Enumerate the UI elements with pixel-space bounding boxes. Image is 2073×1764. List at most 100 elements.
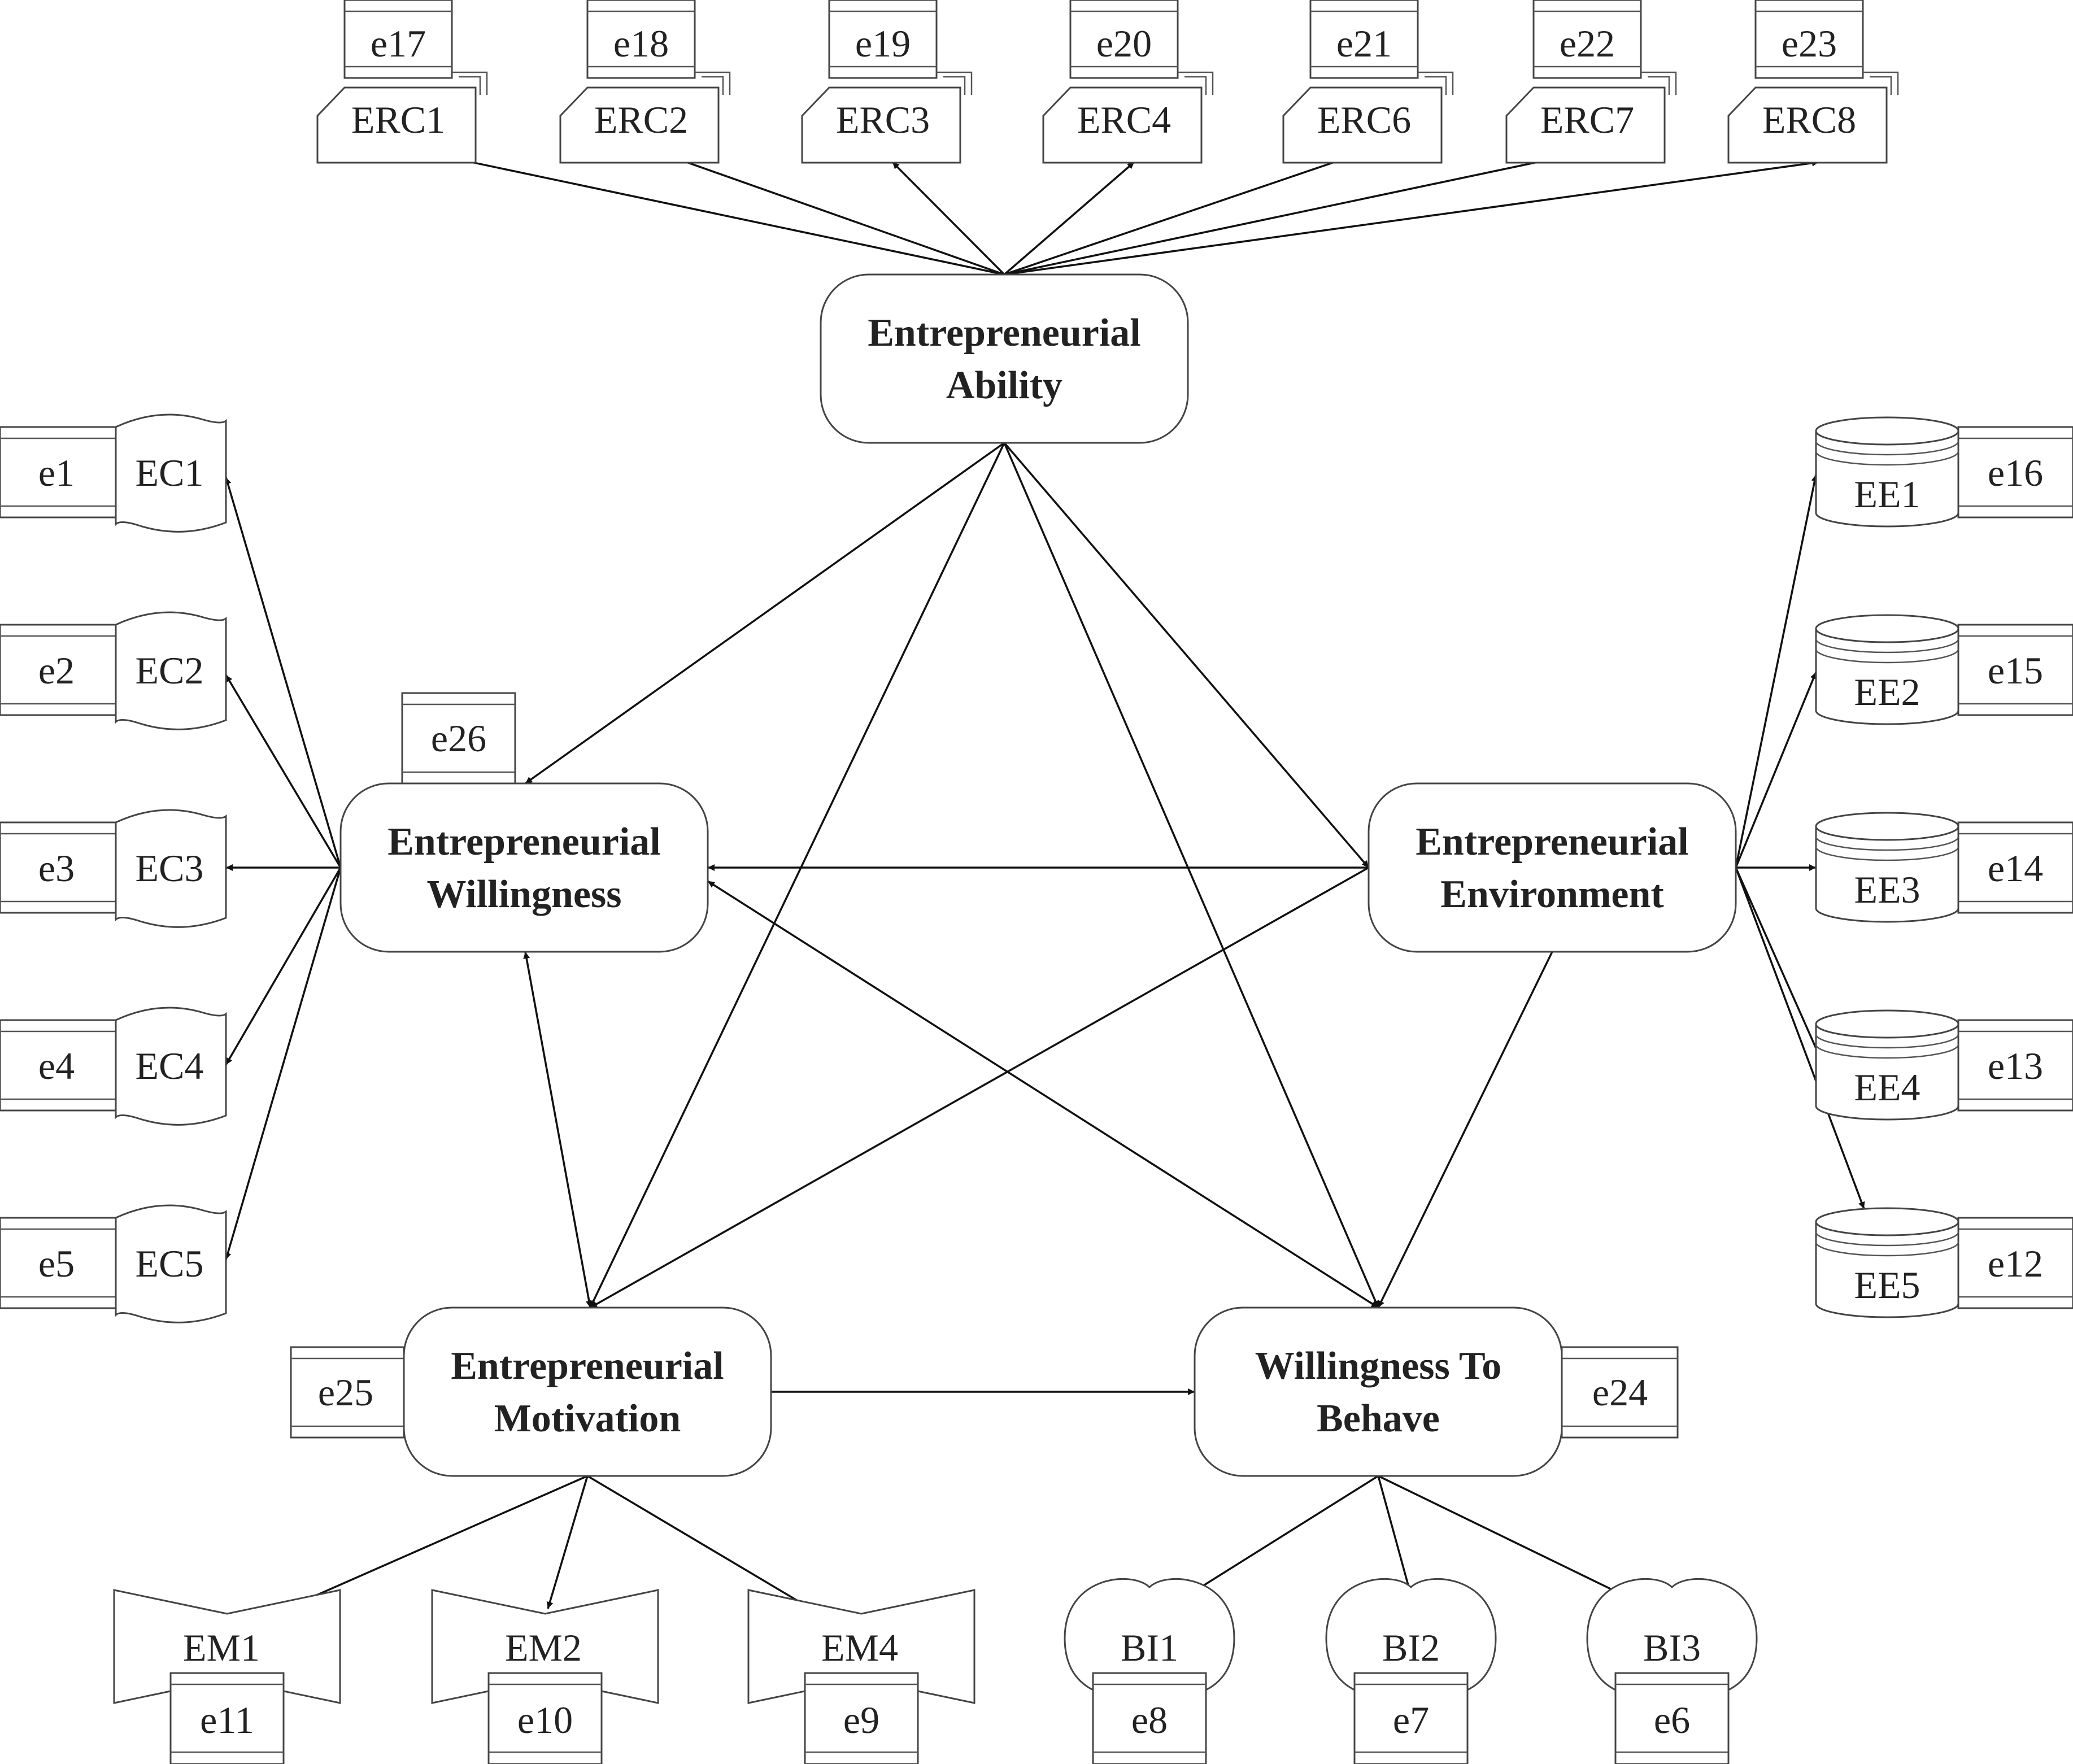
latent-label-line1: Entrepreneurial (451, 1344, 724, 1388)
indicator-erc2: e18 ERC2 (559, 0, 731, 164)
behave-indicators: BI1 e8 BI2 e7 BI3 e6 (1064, 1578, 1758, 1764)
indicator-shape-erc8 (1727, 86, 1888, 164)
indicator-label: EC3 (136, 847, 204, 890)
indicator-erc1: e17 ERC1 (316, 0, 488, 164)
loading-arrow-ability-0 (412, 147, 1005, 276)
indicator-bi3: BI3 e6 (1586, 1578, 1758, 1764)
indicator-label: EC1 (136, 451, 204, 494)
error-box-e25 (290, 1346, 405, 1439)
latent-box-environment (1368, 782, 1737, 953)
loading-arrow-ability-5 (1004, 147, 1597, 276)
indicator-shape-erc1 (316, 86, 477, 164)
indicator-label: ERC8 (1762, 98, 1856, 141)
latent-label-line1: Entrepreneurial (387, 820, 661, 864)
latent-label-line2: Environment (1440, 873, 1663, 916)
indicator-label: EC5 (136, 1242, 204, 1285)
error-label: e9 (843, 1698, 879, 1741)
error-box-e14 (1957, 821, 2073, 914)
indicator-shape-ee3 (1815, 825, 1959, 923)
loading-arrow-environment-4 (1735, 867, 1865, 1209)
indicator-ee4: e13 EE4 (1815, 1009, 2073, 1121)
indicator-label: EE5 (1854, 1264, 1920, 1306)
loading-arrow-environment-3 (1735, 867, 1824, 1065)
error-label: e18 (613, 22, 669, 65)
indicator-shape-ec1 (115, 413, 227, 533)
error-box-e7 (1353, 1672, 1469, 1764)
latent-label-line2: Ability (946, 364, 1062, 407)
error-box-e26 (401, 692, 516, 785)
error-label: e7 (1393, 1698, 1429, 1741)
error-label: e11 (200, 1698, 254, 1741)
latent-willingness-to-behave: Willingness To Behave (1194, 1306, 1563, 1477)
path-willingness-motivation (523, 951, 593, 1308)
indicator-label: EE2 (1854, 670, 1920, 713)
path-ability-willingness (524, 442, 1005, 785)
error-box-e15 (1957, 624, 2073, 716)
indicator-erc4: e20 ERC4 (1042, 0, 1214, 164)
indicator-ee1: e16 EE1 (1815, 416, 2073, 528)
indicator-label: BI3 (1643, 1626, 1701, 1669)
motivation-indicators: EM1 e11 EM2 e10 EM4 e9 (113, 1589, 975, 1764)
latent-box-willingness (339, 782, 709, 953)
indicator-ec1: e1 EC1 (0, 413, 227, 533)
indicator-erc6: e21 ERC6 (1282, 0, 1454, 164)
indicator-em4: EM4 e9 (747, 1589, 975, 1764)
loading-arrow-ability-2 (891, 161, 1005, 276)
indicator-shape-ec2 (115, 611, 227, 730)
indicator-shape-ee2 (1815, 628, 1959, 725)
path-willingness-behave (707, 880, 1379, 1309)
path-environment-behave (1377, 951, 1553, 1308)
indicator-shape-ec3 (115, 809, 227, 928)
error-label: e8 (1131, 1698, 1168, 1741)
path-environment-motivation (590, 866, 1369, 1309)
error-box-e3 (0, 821, 117, 914)
latent-label-line1: Willingness To (1255, 1344, 1501, 1388)
error-box-e8 (1092, 1672, 1207, 1764)
loading-arrow-motivation-1 (546, 1475, 589, 1609)
error-label: e2 (38, 649, 75, 692)
loading-arrow-willingness-4 (224, 867, 342, 1260)
error-box-e9 (804, 1672, 919, 1764)
indicator-label: ERC6 (1317, 98, 1411, 141)
indicator-label: EE4 (1854, 1066, 1920, 1109)
indicator-shape-erc3 (801, 86, 961, 164)
error-box-e23 (1754, 0, 1864, 79)
error-label: e24 (1592, 1371, 1648, 1414)
error-label: e19 (855, 22, 911, 65)
latent-label-line2: Behave (1317, 1397, 1440, 1440)
loading-arrow-ability-4 (1004, 149, 1371, 276)
indicator-label: EE3 (1854, 868, 1920, 911)
error-box-e12 (1957, 1217, 2073, 1309)
indicator-erc8: e23 ERC8 (1727, 0, 1899, 164)
willingness-indicators: e1 EC1 e2 EC2 e3 EC3 e4 EC4 (0, 413, 227, 1323)
indicator-ee3: e14 EE3 (1815, 812, 2073, 923)
error-box-e1 (0, 426, 117, 519)
error-label: e16 (1988, 451, 2043, 494)
indicator-shape-ec5 (115, 1204, 227, 1323)
loading-arrow-environment-0 (1735, 474, 1818, 868)
path-ability-behave (1003, 442, 1379, 1308)
error-label: e14 (1988, 847, 2043, 890)
indicator-label: ERC7 (1540, 98, 1634, 141)
indicator-shape-erc7 (1505, 86, 1666, 164)
indicator-shape-erc2 (559, 86, 720, 164)
indicator-label: BI2 (1382, 1626, 1440, 1669)
error-box-e10 (487, 1672, 603, 1764)
error-box-e11 (169, 1672, 285, 1764)
indicator-label: EC2 (136, 649, 204, 692)
path-ability-motivation (589, 442, 1005, 1308)
error-box-e19 (828, 0, 938, 79)
indicator-shape-ee1 (1815, 430, 1959, 528)
error-label: e17 (371, 22, 426, 65)
indicator-shape-ee4 (1815, 1023, 1959, 1121)
indicator-label: BI1 (1121, 1626, 1178, 1669)
indicator-label: ERC4 (1077, 98, 1171, 141)
indicator-erc3: e19 ERC3 (801, 0, 973, 164)
error-label: e12 (1988, 1242, 2043, 1285)
loading-arrow-ability-1 (651, 149, 1005, 276)
indicator-label: ERC1 (351, 98, 445, 141)
indicator-label: ERC3 (836, 98, 930, 141)
latent-box-motivation (403, 1306, 772, 1477)
indicator-bi2: BI2 e7 (1325, 1578, 1497, 1764)
indicator-bi1: BI1 e8 (1064, 1578, 1235, 1764)
